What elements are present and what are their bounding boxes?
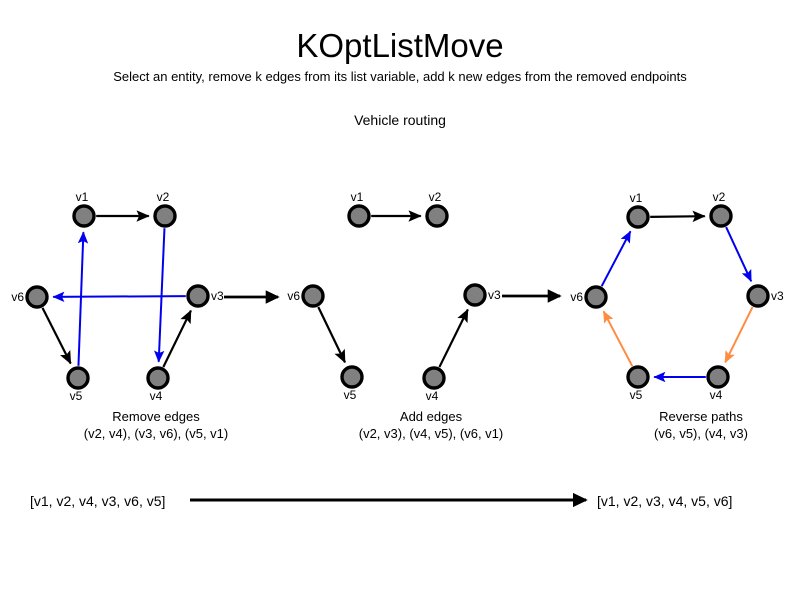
panel-add-edge-v6-v5 xyxy=(317,306,346,364)
panel-reverse-node-v6[interactable]: v6 xyxy=(570,285,608,309)
node-circle-v5 xyxy=(626,365,650,389)
panel-add-node-v2[interactable]: v2 xyxy=(425,190,449,228)
node-circle-v4 xyxy=(422,366,446,390)
node-circle-v3 xyxy=(746,284,770,308)
panel-add-caption-edges: (v2, v3), (v4, v5), (v6, v1) xyxy=(358,426,504,441)
panel-add-node-v3[interactable]: v3 xyxy=(463,283,501,307)
node-circle-v1 xyxy=(72,204,96,228)
node-label-v4: v4 xyxy=(710,388,723,402)
node-circle-v1 xyxy=(347,204,371,228)
panel-remove-node-v4[interactable]: v4 xyxy=(146,366,170,403)
node-label-v2: v2 xyxy=(429,190,442,204)
panel-remove-node-v3[interactable]: v3 xyxy=(186,284,224,308)
panel-reverse-caption: Reverse paths (v6, v5), (v4, v3) xyxy=(608,408,794,442)
panel-reverse-edge-v3-v4 xyxy=(724,306,754,364)
node-label-v5: v5 xyxy=(630,388,643,402)
panel-reverse-node-v3[interactable]: v3 xyxy=(746,284,784,308)
node-label-v4: v4 xyxy=(426,389,439,403)
node-circle-v3 xyxy=(186,284,210,308)
before-list-label: [v1, v2, v4, v3, v6, v5] xyxy=(30,493,166,509)
node-label-v2: v2 xyxy=(713,190,726,204)
node-circle-v4 xyxy=(706,365,730,389)
node-circle-v1 xyxy=(626,205,650,229)
panel-remove-edge-v6-v5 xyxy=(41,307,72,365)
node-label-v1: v1 xyxy=(76,190,89,204)
node-label-v6: v6 xyxy=(11,290,24,304)
panel-add-node-v1[interactable]: v1 xyxy=(347,190,371,228)
panel-remove-node-v1[interactable]: v1 xyxy=(72,190,96,228)
page-subtitle: Select an entity, remove k edges from it… xyxy=(113,69,687,84)
node-circle-v4 xyxy=(146,366,170,390)
node-circle-v6 xyxy=(301,284,325,308)
after-list-label: [v1, v2, v3, v4, v5, v6] xyxy=(597,493,733,509)
node-circle-v5 xyxy=(340,365,364,389)
panel-reverse-edge-v5-v6 xyxy=(602,310,634,367)
panel-reverse-caption-edges: (v6, v5), (v4, v3) xyxy=(654,426,748,441)
panel-remove-node-v6[interactable]: v6 xyxy=(11,285,49,309)
node-label-v6: v6 xyxy=(570,290,583,304)
panel-add-caption-title: Add edges xyxy=(399,409,463,424)
panel-remove-node-v5[interactable]: v5 xyxy=(66,366,90,403)
node-label-v1: v1 xyxy=(630,191,643,205)
panel-remove-edge-v5-v1 xyxy=(77,231,89,366)
node-label-v3: v3 xyxy=(488,288,501,302)
panel-reverse-edge-v6-v1 xyxy=(600,230,632,287)
node-label-v6: v6 xyxy=(287,289,300,303)
panel-reverse-node-v2[interactable]: v2 xyxy=(709,190,733,228)
nodes-group: v1 v2 v3 v4 v5 v6 v1 v2 v3 v4 v5 v6 v1 v2 v3 v4 v5 v6 xyxy=(11,190,784,403)
panel-remove-edge-v3-v6 xyxy=(52,291,186,303)
panel-reverse-node-v1[interactable]: v1 xyxy=(626,191,650,229)
node-circle-v6 xyxy=(25,285,49,309)
node-label-v3: v3 xyxy=(771,289,784,303)
node-circle-v5 xyxy=(66,366,90,390)
node-circle-v2 xyxy=(709,204,733,228)
flow-arrows-group xyxy=(224,289,562,304)
panel-reverse-caption-title: Reverse paths xyxy=(659,409,743,424)
node-circle-v3 xyxy=(463,283,487,307)
node-label-v4: v4 xyxy=(150,389,163,403)
node-label-v5: v5 xyxy=(344,388,357,402)
panel-remove-caption-title: Remove edges xyxy=(112,409,200,424)
node-circle-v6 xyxy=(584,285,608,309)
node-label-v5: v5 xyxy=(70,389,83,403)
node-label-v3: v3 xyxy=(211,289,224,303)
panel-remove-caption: Remove edges (v2, v4), (v3, v6), (v5, v1) xyxy=(45,408,267,442)
node-circle-v2 xyxy=(153,204,177,228)
panel-add-node-v5[interactable]: v5 xyxy=(340,365,364,402)
panel-reverse-edge-v2-v3 xyxy=(725,226,753,283)
panel-remove-caption-edges: (v2, v4), (v3, v6), (v5, v1) xyxy=(83,426,229,441)
page-title: KOptListMove xyxy=(296,27,504,64)
panel-add-caption: Add edges (v2, v3), (v4, v5), (v6, v1) xyxy=(320,408,542,442)
edges-group xyxy=(41,210,754,383)
node-label-v1: v1 xyxy=(351,190,364,204)
panel-add-node-v6[interactable]: v6 xyxy=(287,284,325,308)
panel-reverse-node-v4[interactable]: v4 xyxy=(706,365,730,402)
node-label-v2: v2 xyxy=(157,190,170,204)
panel-remove-node-v2[interactable]: v2 xyxy=(153,190,177,228)
panel-reverse-edge-v1-v2 xyxy=(650,210,706,223)
panel-remove-edge-v4-v3 xyxy=(162,309,192,368)
panel-reverse-node-v5[interactable]: v5 xyxy=(626,365,650,402)
panel-add-node-v4[interactable]: v4 xyxy=(422,366,446,403)
panel-add-edge-v4-v3 xyxy=(438,308,469,368)
panel-remove-edge-v2-v4 xyxy=(153,228,166,363)
node-circle-v2 xyxy=(425,204,449,228)
section-label: Vehicle routing xyxy=(354,112,446,128)
